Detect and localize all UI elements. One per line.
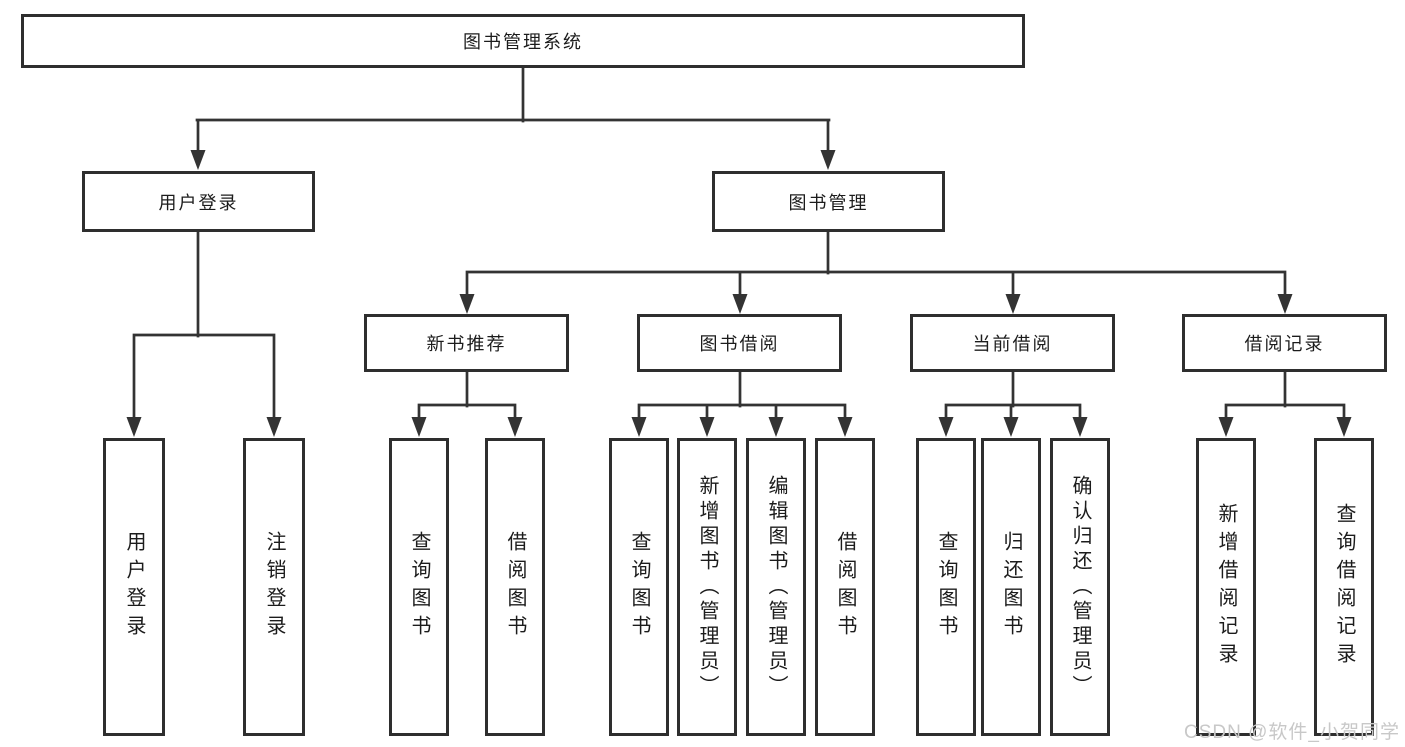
node-label: 借阅图书 bbox=[834, 531, 856, 643]
node-current-borrow: 当前借阅 bbox=[910, 314, 1115, 372]
node-leaf-add-borrow-record: 新增借阅记录 bbox=[1196, 438, 1256, 736]
arrow-down-icon bbox=[938, 417, 954, 437]
node-leaf-edit-books-admin: 编辑图书（管理员） bbox=[746, 438, 806, 736]
node-leaf-query-books-borrow: 查询图书 bbox=[609, 438, 669, 736]
arrow-down-icon bbox=[1072, 417, 1088, 437]
arrow-down-icon bbox=[507, 417, 523, 437]
arrow-down-icon bbox=[1218, 417, 1234, 437]
node-leaf-borrow-books-recommend: 借阅图书 bbox=[485, 438, 545, 736]
arrow-down-icon bbox=[1005, 294, 1021, 314]
node-label: 图书借阅 bbox=[699, 334, 780, 354]
node-new-book-recommend: 新书推荐 bbox=[364, 314, 569, 372]
arrow-down-icon bbox=[190, 150, 206, 170]
node-book-borrow: 图书借阅 bbox=[637, 314, 842, 372]
arrow-down-icon bbox=[631, 417, 647, 437]
node-label: 借阅记录 bbox=[1244, 334, 1325, 354]
arrow-down-icon bbox=[820, 150, 836, 170]
node-label: 查询图书 bbox=[628, 531, 650, 643]
arrow-down-icon bbox=[732, 294, 748, 314]
node-label: 查询图书 bbox=[935, 531, 957, 643]
node-label: 注销登录 bbox=[263, 531, 285, 643]
node-leaf-borrow-books: 借阅图书 bbox=[815, 438, 875, 736]
arrow-down-icon bbox=[266, 417, 282, 437]
node-borrow-records: 借阅记录 bbox=[1182, 314, 1387, 372]
node-label: 图书管理系统 bbox=[463, 32, 583, 52]
watermark: CSDN @软件_小贺同学 bbox=[1184, 722, 1400, 743]
node-leaf-logout: 注销登录 bbox=[243, 438, 305, 736]
node-label: 归还图书 bbox=[1000, 531, 1022, 643]
node-label: 新增借阅记录 bbox=[1215, 503, 1237, 671]
connector-path bbox=[132, 66, 1346, 421]
node-label: 查询借阅记录 bbox=[1333, 503, 1355, 671]
node-label: 新书推荐 bbox=[426, 334, 507, 354]
arrow-down-icon bbox=[1277, 294, 1293, 314]
node-leaf-query-borrow-record: 查询借阅记录 bbox=[1314, 438, 1374, 736]
arrow-down-icon bbox=[1336, 417, 1352, 437]
node-leaf-query-books-current: 查询图书 bbox=[916, 438, 976, 736]
arrow-down-icon bbox=[126, 417, 142, 437]
node-label: 确认归还（管理员） bbox=[1069, 474, 1091, 700]
node-leaf-return-books: 归还图书 bbox=[981, 438, 1041, 736]
node-leaf-add-books-admin: 新增图书（管理员） bbox=[677, 438, 737, 736]
arrow-down-icon bbox=[411, 417, 427, 437]
node-label: 编辑图书（管理员） bbox=[765, 474, 787, 700]
arrow-down-icon bbox=[1003, 417, 1019, 437]
arrow-down-icon bbox=[699, 417, 715, 437]
node-label: 查询图书 bbox=[408, 531, 430, 643]
node-leaf-user-login: 用户登录 bbox=[103, 438, 165, 736]
node-leaf-confirm-return-admin: 确认归还（管理员） bbox=[1050, 438, 1110, 736]
node-library-system: 图书管理系统 bbox=[21, 14, 1025, 68]
node-label: 图书管理 bbox=[788, 192, 869, 213]
node-user-login: 用户登录 bbox=[82, 171, 315, 232]
node-leaf-query-books-recommend: 查询图书 bbox=[389, 438, 449, 736]
arrow-down-icon bbox=[459, 294, 475, 314]
node-label: 借阅图书 bbox=[504, 531, 526, 643]
node-label: 新增图书（管理员） bbox=[696, 474, 718, 700]
node-label: 当前借阅 bbox=[972, 334, 1053, 354]
arrow-down-icon bbox=[768, 417, 784, 437]
node-book-management: 图书管理 bbox=[712, 171, 945, 232]
arrow-down-icon bbox=[837, 417, 853, 437]
node-label: 用户登录 bbox=[158, 192, 239, 213]
node-label: 用户登录 bbox=[123, 531, 145, 643]
